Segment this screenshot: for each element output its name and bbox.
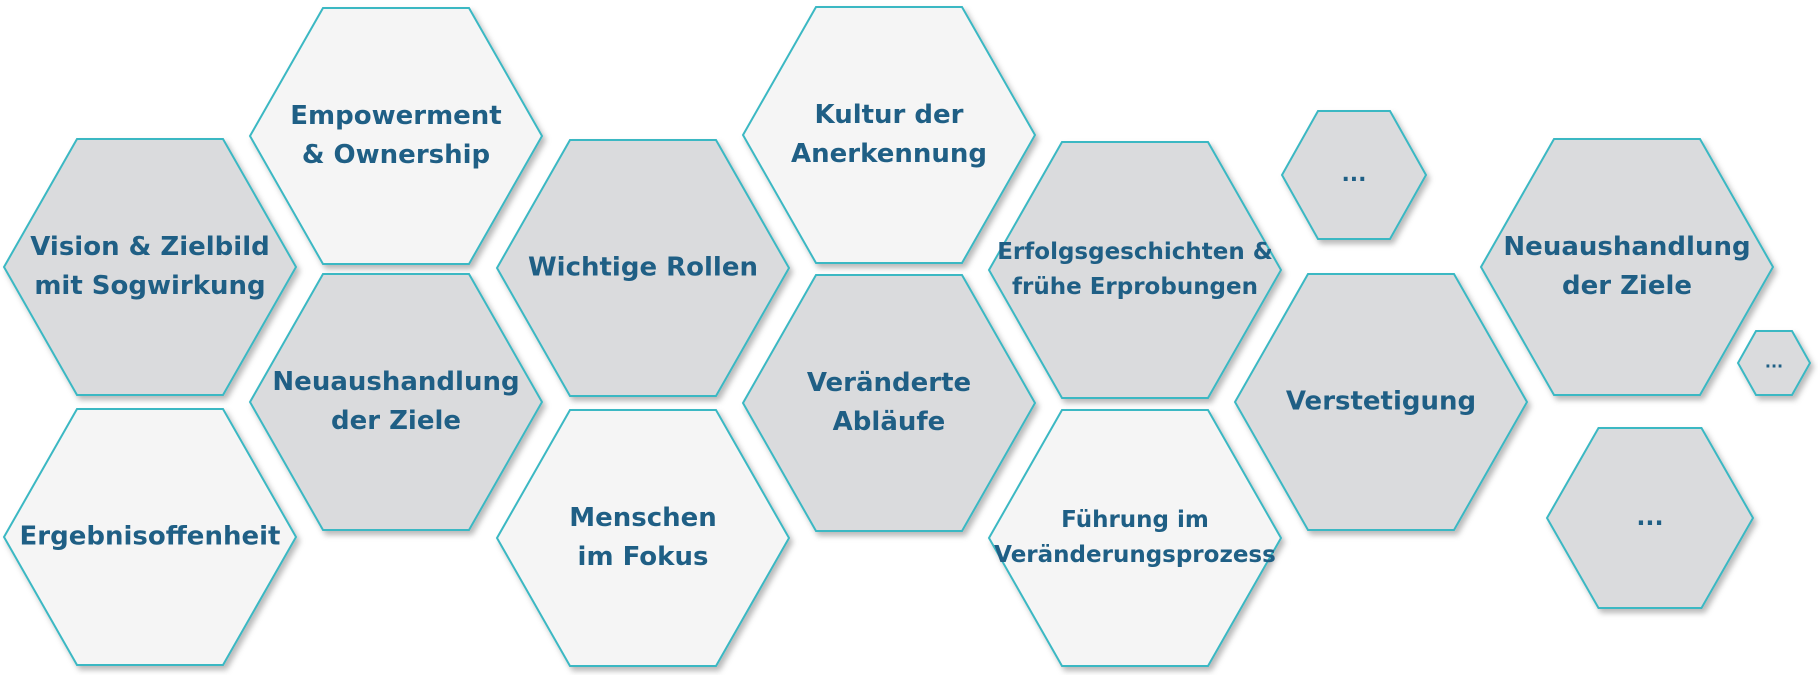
- hexagon-shape: [1736, 330, 1812, 396]
- hexagon-shape: [1479, 138, 1775, 396]
- hexagon-label: mit Sogwirkung: [34, 271, 265, 301]
- hexagon-label: Neuaushandlung: [1503, 232, 1750, 262]
- hexagon-label: & Ownership: [302, 140, 490, 170]
- hexagon-shape: [248, 273, 544, 531]
- hexagon-empowerment: Empowerment & Ownership: [248, 7, 544, 265]
- hexagon-label: Erfolgsgeschichten &: [997, 239, 1273, 265]
- hexagon-label: ...: [1636, 503, 1663, 531]
- hexagon-label: ...: [1341, 162, 1366, 187]
- hexagon-label: Wichtige Rollen: [528, 253, 758, 283]
- hexagon-label: Veränderte: [807, 368, 971, 398]
- hexagon-label: Vision & Zielbild: [30, 232, 269, 262]
- hexagon-label: Neuaushandlung: [272, 367, 519, 397]
- hexagon-label: Führung im: [1061, 507, 1209, 533]
- hexagon-label: Veränderungsprozess: [994, 542, 1276, 568]
- hexagon-label: Verstetigung: [1286, 387, 1476, 417]
- hexagon-ergebnisoffenheit: Ergebnisoffenheit: [2, 408, 298, 666]
- hexagon-shape: [741, 274, 1037, 532]
- hexagon-label: der Ziele: [1562, 271, 1692, 301]
- hexagon-label: Ergebnisoffenheit: [20, 522, 281, 552]
- hexagon-ellipsis-1: ...: [1280, 110, 1428, 240]
- hexagon-label: im Fokus: [578, 542, 709, 572]
- hexagon-label: Abläufe: [833, 407, 946, 437]
- hexagon-shape: [987, 141, 1283, 399]
- hexagon-label: Menschen: [569, 503, 717, 533]
- hexagon-ellipsis-3: ...: [1545, 427, 1755, 609]
- hexagon-ellipsis-2: ...: [1736, 330, 1812, 396]
- hexagon-label: Kultur der: [815, 100, 964, 130]
- hexagon-label: Empowerment: [290, 101, 501, 131]
- hexagon-shape: [495, 139, 791, 397]
- hexagon-vision: Vision & Zielbild mit Sogwirkung: [2, 138, 298, 396]
- hexagon-shape: [1280, 110, 1428, 240]
- hexagon-neuaushandlung-1: Neuaushandlung der Ziele: [248, 273, 544, 531]
- hexagon-shape: [1233, 273, 1529, 531]
- hexagon-shape: [741, 6, 1037, 264]
- hexagon-shape: [1545, 427, 1755, 609]
- hexagon-label: der Ziele: [331, 406, 461, 436]
- hexagon-wichtige-rollen: Wichtige Rollen: [495, 139, 791, 397]
- hexagon-shape: [248, 7, 544, 265]
- hexagon-shape: [2, 408, 298, 666]
- hexagon-shape: [2, 138, 298, 396]
- hexagon-fuehrung: Führung im Veränderungsprozess: [987, 409, 1283, 667]
- hexagon-neuaushandlung-2: Neuaushandlung der Ziele: [1479, 138, 1775, 396]
- hexagon-verstetigung: Verstetigung: [1233, 273, 1529, 531]
- hexagon-label: Anerkennung: [791, 139, 987, 169]
- hexagon-erfolgsgeschichten: Erfolgsgeschichten & frühe Erprobungen: [987, 141, 1283, 399]
- hexagon-label: frühe Erprobungen: [1012, 274, 1258, 300]
- hexagon-label: ...: [1765, 353, 1783, 372]
- hexagon-menschen: Menschen im Fokus: [495, 409, 791, 667]
- hexagon-shape: [495, 409, 791, 667]
- hexagon-layer: Vision & Zielbild mit SogwirkungErgebniso…: [2, 6, 1812, 667]
- hexagon-shape: [987, 409, 1283, 667]
